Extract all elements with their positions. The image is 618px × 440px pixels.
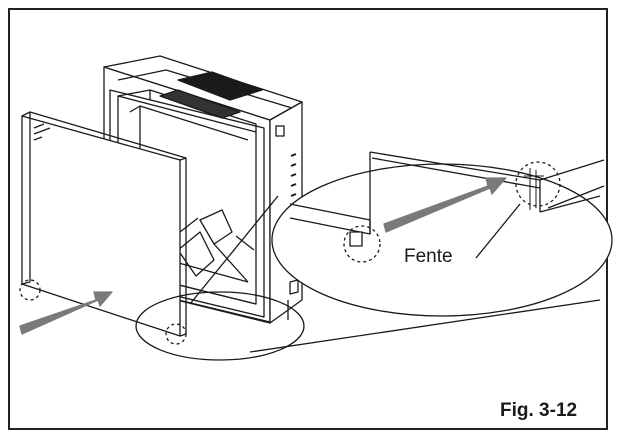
top-vent xyxy=(177,71,263,101)
slot-callout-label: Fente xyxy=(404,246,453,267)
panel-corner-detail-left xyxy=(19,279,41,301)
zoom-detail-ellipse xyxy=(271,151,613,317)
arrow-detail xyxy=(383,177,507,233)
zoom-ellipse-bottom xyxy=(135,291,305,361)
arrow-left xyxy=(19,291,113,335)
panel-corner-detail-right xyxy=(165,323,187,345)
insert-direction-arrows xyxy=(19,177,507,335)
figure-caption: Fig. 3-12 xyxy=(500,400,578,421)
